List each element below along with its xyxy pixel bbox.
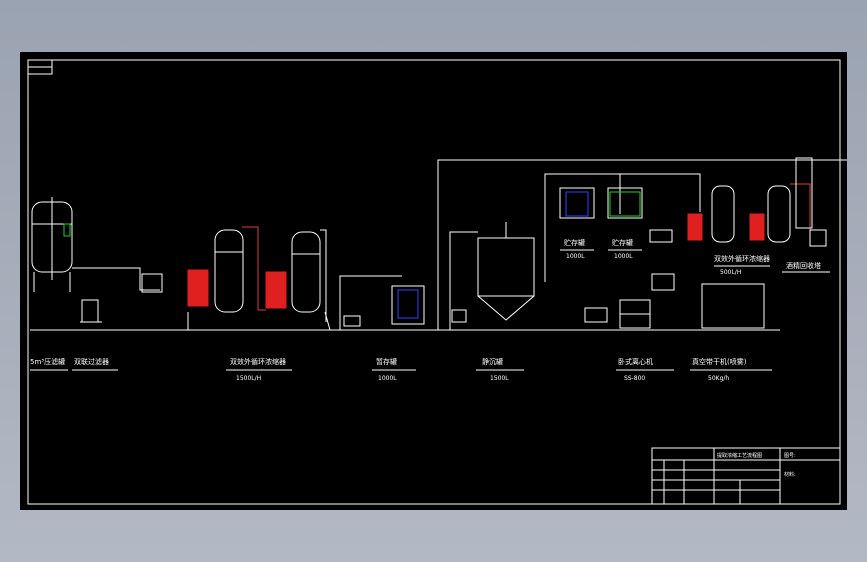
centrifuge-label: 卧式离心机 [618,357,653,366]
drawing-title: 提取浓缩工艺流程图 [717,452,762,459]
storage-tank-b-capacity: 1000L [614,253,633,260]
dryer-capacity: 50Kg/h [708,375,729,382]
settling-tank-capacity: 1500L [490,375,509,382]
title-block-text: 提取浓缩工艺流程图 图号: 材料: [717,452,796,478]
recovery-label: 酒精回收塔 [786,261,821,270]
process-flow-diagram: 5m³压滤罐 双联过滤器 双效外循环浓缩器 1500L/H 暂存罐 1000L … [27,59,847,505]
duplex-filter [72,267,163,323]
drawing-number-field: 图号: [784,453,796,459]
temp-storage-tank [339,275,425,330]
vacuum-belt-dryer [701,283,765,329]
filter-label: 双联过滤器 [74,357,109,366]
settling-tank [449,222,535,330]
storage-tank-a-label: 贮存罐 [564,238,585,247]
evaporator-capacity-2: 500L/H [720,269,741,276]
drawing-border [27,59,841,505]
material-field: 材料: [784,471,796,478]
temp-tank-capacity: 1000L [378,375,397,382]
decanter-centrifuge [584,273,675,329]
temp-tank-label: 暂存罐 [376,357,397,366]
dryer-label: 真空带干机(喷雾) [692,357,747,366]
storage-tanks [559,187,673,243]
evaporator-label-1: 双效外循环浓缩器 [230,357,286,366]
tank-label-1: 5m³压滤罐 [30,357,65,366]
equipment-labels: 5m³压滤罐 双联过滤器 双效外循环浓缩器 1500L/H 暂存罐 1000L … [30,238,821,382]
storage-tank-a-capacity: 1000L [566,253,585,260]
evaporator-set-2 [687,157,827,247]
evaporator-capacity-1: 1500L/H [236,375,261,382]
centrifuge-model: SS-800 [624,375,645,382]
settling-tank-label: 静沉罐 [482,357,503,366]
evaporator-set-1 [187,226,331,331]
storage-tank-b-label: 贮存罐 [612,238,633,247]
upper-feed-line [437,159,847,330]
pressure-filter-tank [31,197,73,292]
title-block [651,447,841,505]
label-underlines [30,249,830,371]
cad-drawing-canvas[interactable]: 5m³压滤罐 双联过滤器 双效外循环浓缩器 1500L/H 暂存罐 1000L … [20,52,847,510]
evaporator-label-2: 双效外循环浓缩器 [714,254,770,263]
